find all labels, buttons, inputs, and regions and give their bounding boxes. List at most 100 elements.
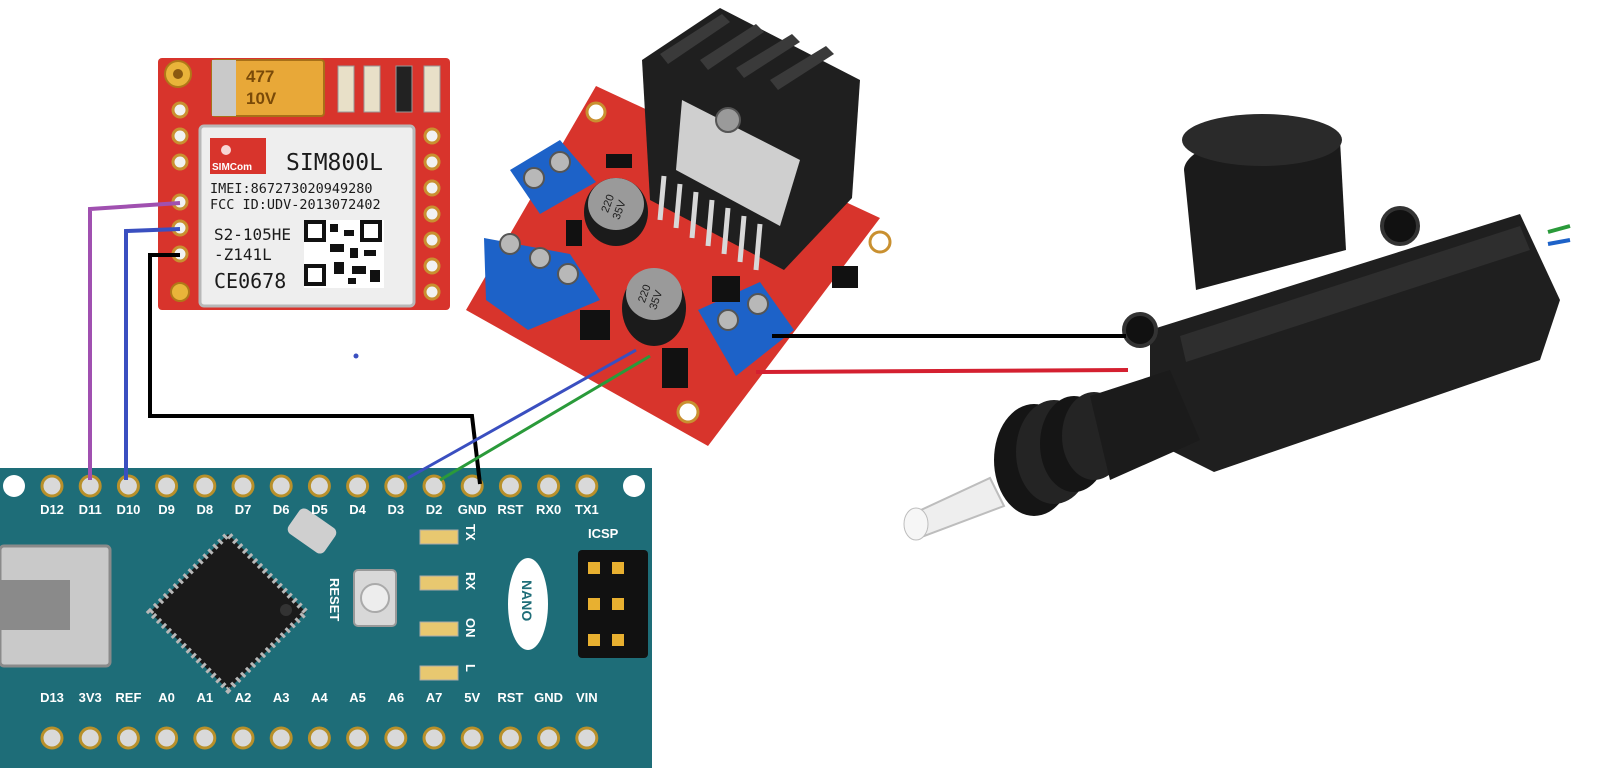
nano-top-pin-hole [384,474,408,498]
nano-bottom-pin-label: D13 [40,690,64,705]
nano-top-pin-label: D4 [349,502,366,517]
mount-hole [585,101,607,123]
sim800l-code1: S2-105HE [214,225,291,244]
smd-diode [606,154,632,168]
sim800l-module: 477 10V SIMCom [158,58,450,310]
nano-bottom-pin-hole [384,726,408,750]
capacitor-value: 477 [246,67,274,86]
nano-top-pin-hole [193,474,217,498]
smd-resistor [337,65,355,113]
actuator-motor-housing [1184,127,1346,290]
wire-motor-red [755,368,1129,374]
nano-bottom-pin-label: RST [497,690,523,705]
nano-bottom-pin-label: A3 [273,690,290,705]
nano-bottom-pin-hole [460,726,484,750]
nano-bottom-pin-label: A0 [158,690,175,705]
nano-top-pin-hole [422,474,446,498]
nano-bottom-pin-label: GND [534,690,563,705]
led-label-tx: TX [463,524,478,541]
nano-top-pin-hole [498,474,522,498]
sim800l-fcc: FCC ID:UDV-2013072402 [210,197,381,213]
nano-bottom-pin-label: REF [115,690,141,705]
nano-top-pin-label: D6 [273,502,290,517]
led-label-l: L [463,664,478,672]
nano-bottom-pin-label: A6 [387,690,404,705]
nano-bottom-pin-hole [155,726,179,750]
nano-bottom-pin-hole [498,726,522,750]
wire-sim-to-d10 [124,227,181,480]
sim800l-ce: CE0678 [214,269,286,293]
sim800l-right-pins [423,127,441,301]
nano-bottom-pin-label: VIN [576,690,598,705]
mount-hole [3,475,25,497]
nano-bottom-pin-hole [346,726,370,750]
nano-top-pin-label: D3 [387,502,404,517]
nano-top-pin-hole [116,474,140,498]
smd-resistor [395,65,413,113]
sim800l-model: SIM800L [286,150,383,176]
nano-top-pin-hole [346,474,370,498]
nano-bottom-pin-hole [269,726,293,750]
nano-top-pin-hole [40,474,64,498]
capacitor-voltage: 10V [246,89,277,108]
nano-bottom-pin-label: A1 [196,690,213,705]
regulator [712,276,740,302]
nano-top-pin-label: TX1 [575,502,599,517]
nano-bottom-pin-hole [40,726,64,750]
sim800l-imei: IMEI:867273020949280 [210,181,373,197]
icsp-label: ICSP [588,526,619,541]
nano-top-pin-label: GND [458,502,487,517]
nano-top-pin-hole [307,474,331,498]
terminal-block-power [484,233,600,330]
rubber-boot [994,370,1200,516]
nano-bottom-pin-hole [422,726,446,750]
reset-button-cap[interactable] [360,583,390,613]
nano-top-pin-label: D9 [158,502,175,517]
nano-bottom-pin-label: A5 [349,690,366,705]
mount-tab [1122,312,1158,348]
stray-dot [353,353,359,359]
nano-top-pin-label: D2 [426,502,443,517]
l298n-legs [657,175,763,271]
electrolytic-capacitor: 220 35V [622,268,686,346]
nano-bottom-pin-hole [78,726,102,750]
wire-d3-to-driver [407,348,637,480]
input-header [662,348,688,388]
l298n-driver: 220 35V 220 35V [466,8,892,446]
nano-logo [508,558,548,650]
nano-top-pin-hole [575,474,599,498]
wire-d2-to-driver [439,354,651,482]
smd-diode [832,266,858,288]
nano-top-pin-label: D10 [116,502,140,517]
smd-resistor [363,65,381,113]
mount-hole [676,400,700,424]
nano-bottom-pin-hole [537,726,561,750]
mount-hole [623,475,645,497]
nano-top-pin-label: RST [497,502,523,517]
nano-top-pin-label: D7 [235,502,252,517]
jumper [580,310,610,340]
nano-top-pin-hole [269,474,293,498]
nano-bottom-pin-label: A4 [311,690,328,705]
nano-top-pin-hole [460,474,484,498]
cap-value: 220 [636,283,654,304]
nano-top-pin-label: RX0 [536,502,561,517]
simcom-brand: SIMCom [212,162,252,173]
status-leds: TX RX ON L [419,524,478,681]
simcom-logo [210,138,266,174]
mount-hole [868,230,892,254]
terminal-block-out1 [510,140,596,214]
wire-sim-to-d11 [88,201,181,480]
nano-top-pin-label: D8 [196,502,213,517]
icsp-header [578,550,648,658]
led-label-rx: RX [463,572,478,590]
nano-name: NANO [519,580,535,621]
jumper [566,220,582,246]
led-label-on: ON [463,618,478,638]
cap-value: 220 [599,193,617,214]
wire-sim-to-gnd [148,253,482,485]
mount-tab [1380,206,1420,246]
nano-bottom-pin-label: A7 [426,690,443,705]
